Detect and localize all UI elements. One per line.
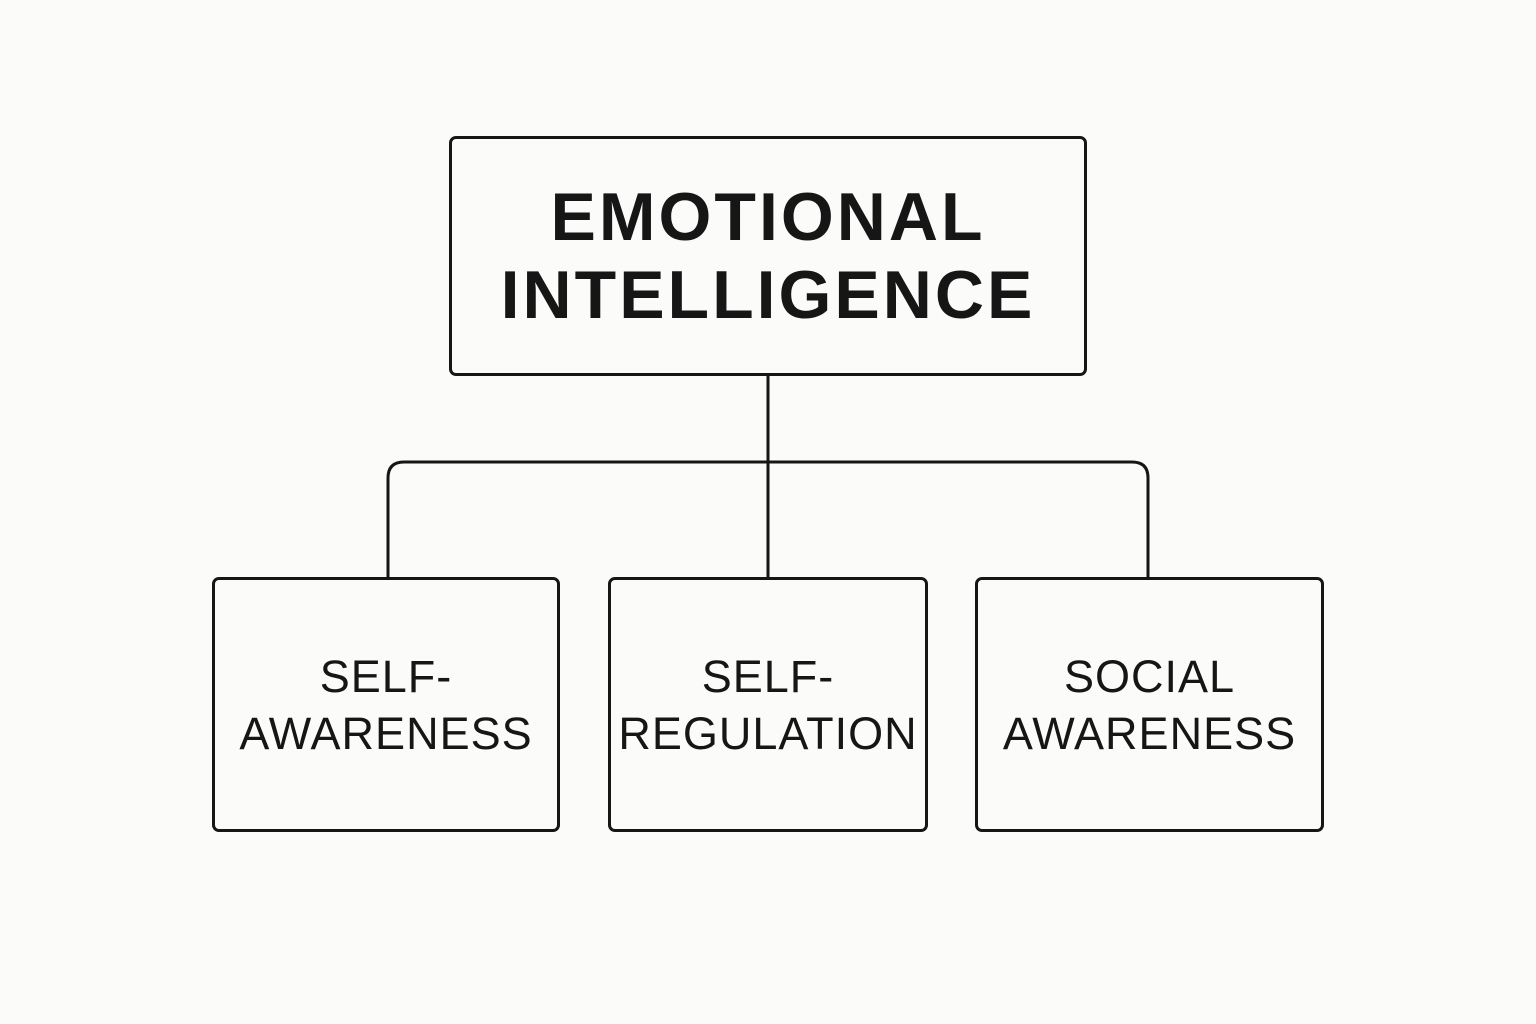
root-node-emotional-intelligence: EMOTIONAL INTELLIGENCE (449, 136, 1087, 376)
child-node-label-line-2: AWARENESS (1002, 707, 1297, 759)
child-node-self-regulation: SELF- REGULATION (608, 577, 928, 832)
root-node-label-line-2: INTELLIGENCE (500, 257, 1036, 333)
child-node-label-line-1: SELF- (701, 650, 835, 702)
child-node-self-awareness: SELF- AWARENESS (212, 577, 560, 832)
child-node-label-line-2: AWARENESS (239, 707, 533, 759)
root-node-label-line-1: EMOTIONAL (550, 179, 986, 255)
child-node-label-line-1: SOCIAL (1063, 650, 1236, 702)
child-node-label-line-1: SELF- (319, 650, 453, 702)
child-node-label-line-2: REGULATION (618, 707, 918, 759)
child-node-social-awareness: SOCIAL AWARENESS (975, 577, 1324, 832)
branch-connector (386, 460, 1150, 578)
